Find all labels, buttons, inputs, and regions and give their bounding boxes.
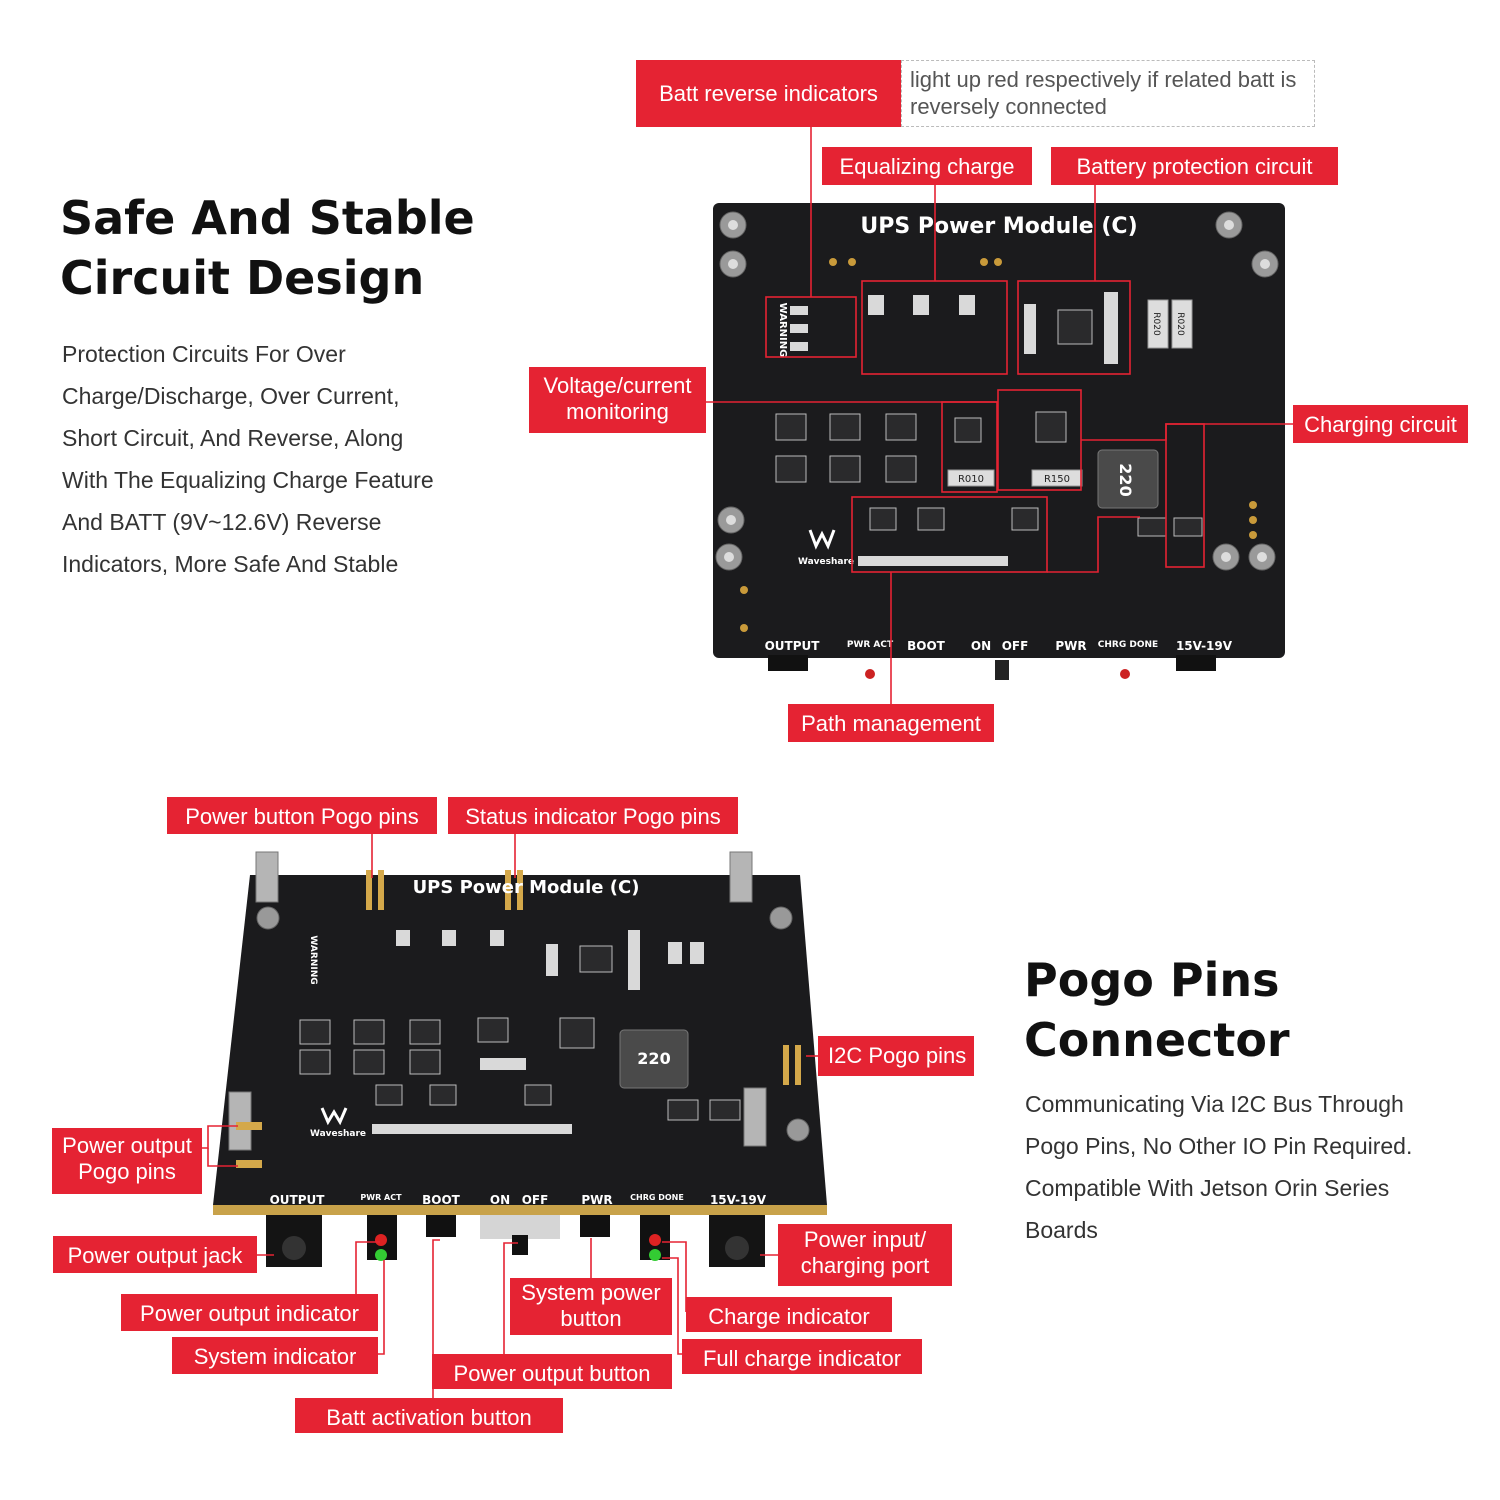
section2-heading-line1: Pogo Pins xyxy=(1024,953,1280,1007)
resistor-label: R150 xyxy=(1044,474,1070,485)
edge-label-boot: BOOT xyxy=(907,639,946,653)
desc-line: Pogo Pins, No Other IO Pin Required. xyxy=(1025,1133,1413,1159)
desc-line: Communicating Via I2C Bus Through xyxy=(1025,1091,1404,1117)
section2-heading: Pogo Pins Connector xyxy=(1024,950,1290,1070)
edge-label-pwr: PWR xyxy=(581,1193,612,1207)
callout-system-indicator: System indicator xyxy=(172,1337,378,1374)
callout-power-output-button: Power output button xyxy=(432,1354,672,1389)
callout-battery-protection: Battery protection circuit xyxy=(1051,147,1338,185)
edge-label-15v-19v: 15V-19V xyxy=(1176,639,1233,653)
section2-heading-line2: Connector xyxy=(1024,1013,1290,1067)
edge-label-on: ON xyxy=(490,1193,510,1207)
callout-path-management: Path management xyxy=(788,704,994,742)
desc-line: Short Circuit, And Reverse, Along xyxy=(62,425,404,451)
bottom-leader-lines xyxy=(202,833,818,1400)
top-board: 220 R010 R150 R020 R020 UPS Power Module… xyxy=(713,203,1285,680)
bottom-board-title: UPS Power Module (C) xyxy=(413,877,640,898)
callout-power-output-pogo: Power output Pogo pins xyxy=(52,1128,202,1194)
edge-label-chrg-done: CHRG DONE xyxy=(1098,640,1158,650)
callout-batt-reverse-note: light up red respectively if related bat… xyxy=(901,60,1315,127)
section2-description: Communicating Via I2C Bus Through Pogo P… xyxy=(1025,1083,1412,1251)
desc-line: Boards xyxy=(1025,1217,1098,1243)
edge-label-pwr-act: PWR ACT xyxy=(360,1193,402,1202)
top-board-title: UPS Power Module (C) xyxy=(860,214,1137,239)
edge-label-off: OFF xyxy=(1002,639,1029,653)
resistor-label: R010 xyxy=(958,474,984,485)
edge-label-boot: BOOT xyxy=(422,1193,461,1207)
callout-power-button-pogo: Power button Pogo pins xyxy=(167,797,437,834)
section1-heading-line1: Safe And Stable xyxy=(60,191,475,245)
edge-label-off: OFF xyxy=(522,1193,549,1207)
callout-full-charge-indicator: Full charge indicator xyxy=(682,1339,922,1374)
callout-power-input: Power input/ charging port xyxy=(778,1224,952,1286)
callout-power-output-indicator: Power output indicator xyxy=(121,1294,378,1331)
top-leader-lines xyxy=(706,127,1293,705)
warning-label: WARNING xyxy=(308,935,318,984)
inductor-label-bottom: 220 xyxy=(637,1049,670,1068)
callout-i2c-pogo: I2C Pogo pins xyxy=(818,1036,974,1076)
callout-equalizing-charge: Equalizing charge xyxy=(822,147,1032,185)
edge-label-pwr: PWR xyxy=(1055,639,1086,653)
callout-voltage-monitoring: Voltage/current monitoring xyxy=(529,367,706,433)
callout-power-output-jack: Power output jack xyxy=(53,1236,257,1273)
warning-label: WARNING xyxy=(777,303,788,358)
section1-heading: Safe And Stable Circuit Design xyxy=(60,188,475,308)
callout-charge-indicator: Charge indicator xyxy=(686,1297,892,1332)
edge-label-output: OUTPUT xyxy=(270,1193,326,1207)
callout-system-power-button: System power button xyxy=(510,1278,672,1335)
edge-label-pwr-act: PWR ACT xyxy=(847,640,894,650)
section1-description: Protection Circuits For Over Charge/Disc… xyxy=(62,333,434,585)
section1-heading-line2: Circuit Design xyxy=(60,251,425,305)
resistor-label: R020 xyxy=(1175,312,1185,336)
callout-batt-reverse: Batt reverse indicators xyxy=(636,60,901,127)
resistor-label: R020 xyxy=(1151,312,1161,336)
callout-batt-activation: Batt activation button xyxy=(295,1398,563,1433)
inductor-label-top: 220 xyxy=(1116,463,1135,496)
desc-line: Compatible With Jetson Orin Series xyxy=(1025,1175,1390,1201)
desc-line: Charge/Discharge, Over Current, xyxy=(62,383,400,409)
edge-label-15v-19v: 15V-19V xyxy=(710,1193,767,1207)
bottom-board: 220 UPS Power Module (C) WARNING Wavesha… xyxy=(213,851,827,1267)
brand-label: Waveshare xyxy=(798,557,854,567)
callout-status-pogo: Status indicator Pogo pins xyxy=(448,797,738,834)
desc-line: With The Equalizing Charge Feature xyxy=(62,467,434,493)
desc-line: And BATT (9V~12.6V) Reverse xyxy=(62,509,382,535)
callout-charging-circuit: Charging circuit xyxy=(1293,405,1468,443)
brand-label: Waveshare xyxy=(310,1129,366,1139)
edge-label-on: ON xyxy=(971,639,991,653)
desc-line: Indicators, More Safe And Stable xyxy=(62,551,399,577)
edge-label-output: OUTPUT xyxy=(765,639,821,653)
edge-label-chrg-done: CHRG DONE xyxy=(630,1193,684,1202)
desc-line: Protection Circuits For Over xyxy=(62,341,346,367)
